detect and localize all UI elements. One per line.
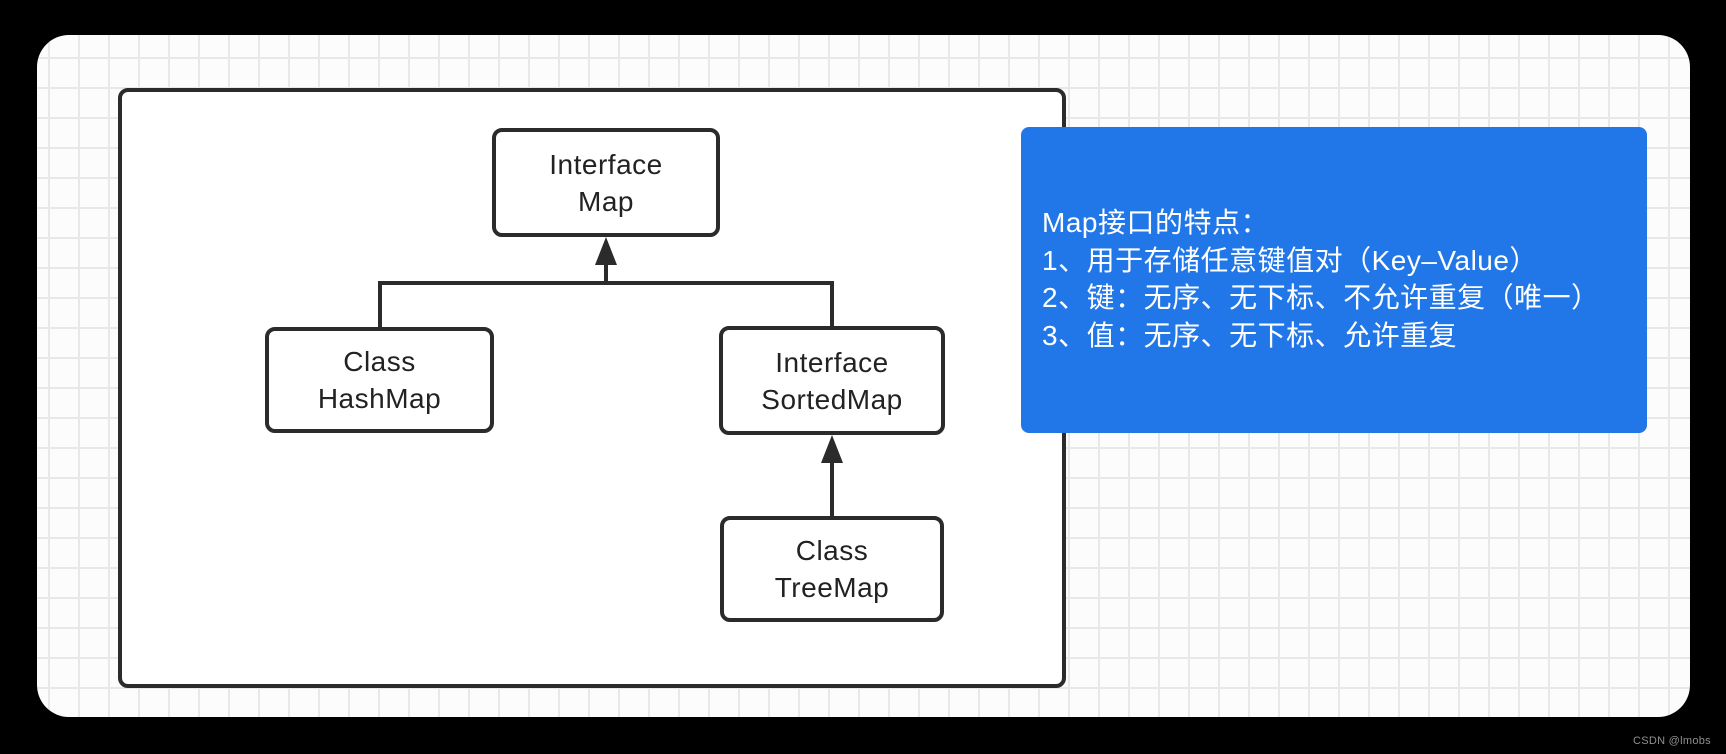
connector-treemap-line — [830, 459, 834, 516]
note-line: 3、值：无序、无下标、允许重复 — [1042, 319, 1458, 351]
node-interface-map: Interface Map — [492, 128, 720, 237]
node-label-line: Interface — [549, 148, 663, 180]
map-features-note: Map接口的特点： 1、用于存储任意键值对（Key–Value） 2、键：无序、… — [1021, 127, 1647, 433]
node-label-line: SortedMap — [761, 383, 903, 415]
node-class-treemap: Class TreeMap — [720, 516, 944, 622]
connector-hashmap-drop — [378, 281, 382, 329]
node-label-line: TreeMap — [774, 572, 890, 603]
node-interface-sortedmap: Interface SortedMap — [719, 326, 945, 435]
connector-sortedmap-drop — [830, 281, 834, 328]
note-title-line: Map接口的特点： — [1042, 207, 1269, 238]
node-label-line: HashMap — [317, 383, 442, 414]
note-line: 2、键：无序、无下标、不允许重复（唯一） — [1042, 282, 1600, 313]
connector-map-stub — [604, 261, 608, 285]
inheritance-arrowhead-icon — [821, 435, 843, 463]
whiteboard-grid-canvas: Interface Map Class HashMap Interface So… — [37, 35, 1690, 717]
note-line: 1、用于存储任意键值对（Key–Value） — [1042, 244, 1538, 276]
node-label-line: Interface — [775, 346, 889, 378]
csdn-watermark: CSDN @lmobs — [1632, 735, 1711, 747]
inheritance-arrowhead-icon — [595, 237, 617, 265]
node-label-line: Map — [578, 185, 634, 217]
node-label-line: Class — [343, 346, 416, 377]
node-label-line: Class — [795, 535, 869, 566]
node-class-hashmap: Class HashMap — [265, 327, 494, 433]
